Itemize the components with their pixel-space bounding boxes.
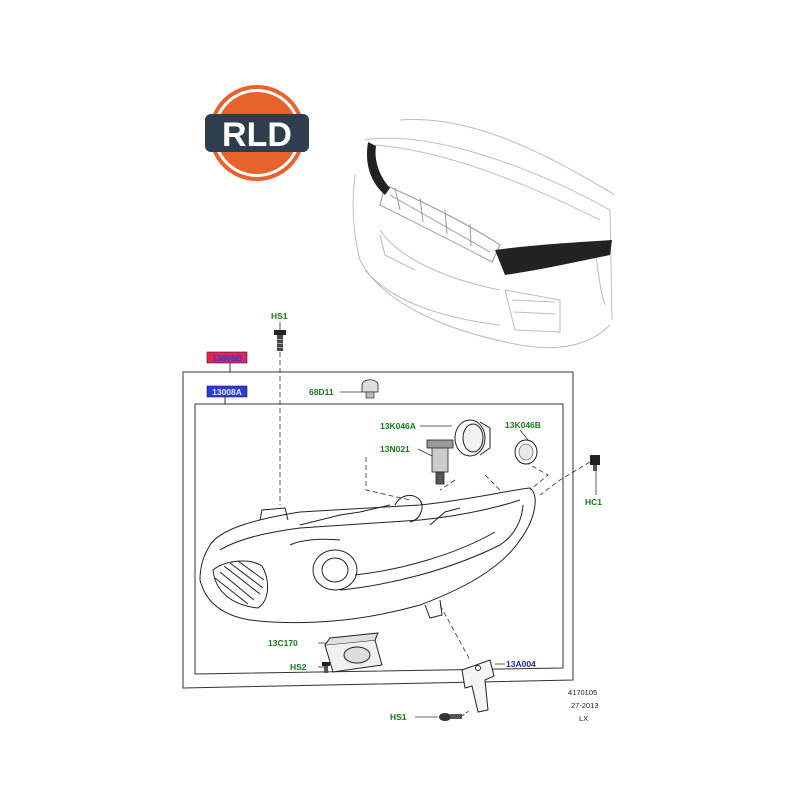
- label-68d11: 68D11: [309, 387, 334, 397]
- label-13k046a: 13K046A: [380, 421, 416, 431]
- label-13a004: 13A004: [506, 659, 536, 669]
- module-13c170: [324, 632, 383, 673]
- label-13n021: 13N021: [380, 444, 410, 454]
- assembly-box-inner: [194, 403, 564, 675]
- rld-logo: RLD: [205, 85, 309, 181]
- reference-line-2: 27-2013: [571, 701, 599, 710]
- leader-lines: [279, 322, 597, 718]
- logo-band: [205, 114, 309, 152]
- vehicle-headlamp-left: [366, 142, 390, 195]
- label-13008a: 13008A: [212, 387, 242, 397]
- screw-hs1-top: [274, 330, 286, 351]
- vehicle-headlamp-right: [495, 240, 612, 275]
- tag-13008a: [206, 385, 248, 398]
- reference-line-3: LX: [579, 714, 588, 723]
- cover-13k046b: [514, 439, 538, 465]
- vehicle-front-sketch: [352, 119, 616, 349]
- assembly-box-outer: [182, 371, 574, 689]
- label-hs1-bottom: HS1: [390, 712, 407, 722]
- label-13008b: 13008B: [212, 353, 242, 363]
- bulb-13n021: [426, 439, 454, 485]
- clip-hc1: [590, 455, 600, 471]
- screw-hs2: [322, 662, 330, 673]
- label-13k046b: 13K046B: [505, 420, 541, 430]
- label-hs1-top: HS1: [271, 311, 288, 321]
- tag-13008b: [206, 351, 248, 364]
- reference-line-1: 4170105: [568, 688, 597, 697]
- cover-13k046a: [454, 419, 491, 457]
- bracket-13a004: [461, 659, 495, 713]
- label-hs2: HS2: [290, 662, 307, 672]
- label-hc1: HC1: [585, 497, 602, 507]
- label-13c170: 13C170: [268, 638, 298, 648]
- screw-hs1-bottom: [439, 709, 471, 721]
- headlamp-assembly: [199, 487, 536, 624]
- logo-text: RLD: [222, 116, 292, 154]
- vehicle-grille-sketch: [379, 184, 501, 263]
- cap-68d11: [361, 379, 379, 399]
